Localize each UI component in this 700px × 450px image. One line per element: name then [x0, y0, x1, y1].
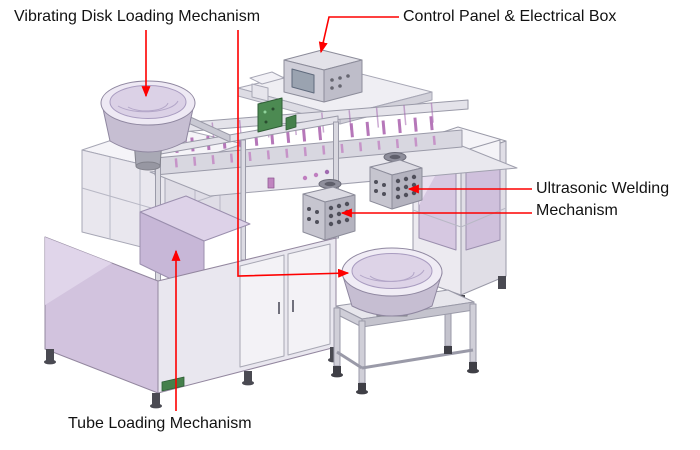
- leader-control-panel: [318, 16, 399, 54]
- main-cabinet: [44, 236, 340, 409]
- control-panel-box: [283, 49, 363, 103]
- left-bowl-feeder: [100, 80, 231, 171]
- ultrasonic-welding-block-left: [302, 179, 356, 241]
- right-bowl-feeder: [341, 247, 443, 317]
- label-control-panel-electrical-box: Control Panel & Electrical Box: [403, 8, 617, 25]
- leader-lines: [141, 16, 532, 411]
- electrical-components: [257, 97, 297, 133]
- label-ultrasonic-welding-mechanism: Ultrasonic Welding Mechanism: [536, 180, 670, 219]
- machine-illustration: [44, 49, 518, 409]
- label-vibrating-disk-loading-mechanism: Vibrating Disk Loading Mechanism: [14, 8, 261, 25]
- label-tube-loading-mechanism: Tube Loading Mechanism: [68, 415, 252, 432]
- leader-vibrating-disk-right: [237, 30, 350, 278]
- ultrasonic-welding-block-right: [369, 152, 423, 210]
